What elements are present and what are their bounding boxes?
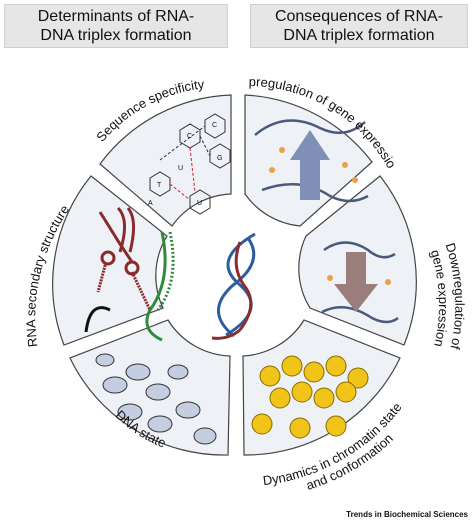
downregulation-sketch	[321, 241, 399, 324]
central-triplex-helix	[211, 232, 256, 340]
base-letter-g: G	[217, 155, 222, 162]
header-consequences: Consequences of RNA- DNA triplex formati…	[250, 4, 468, 48]
header-determinants-line2: DNA triplex formation	[40, 27, 192, 44]
upregulation-sketch	[254, 119, 369, 203]
header-consequences-line1: Consequences of RNA-	[274, 8, 444, 25]
footer-journal: Trends in Biochemical Sciences	[346, 510, 468, 519]
base-letter-a: A	[148, 200, 153, 207]
header-consequences-line2: DNA triplex formation	[283, 27, 435, 44]
base-letter-t: T	[157, 182, 162, 189]
dna-state-sketch	[95, 353, 217, 445]
arrow-down-icon	[334, 252, 378, 312]
segment-chromatin-dynamics	[242, 319, 401, 456]
segment-sequence-specificity	[99, 94, 232, 227]
base-letter-c2: C	[212, 122, 217, 129]
base-pairing-sketch	[149, 113, 231, 215]
base-letter-u1: U	[197, 200, 202, 207]
base-letter-c1: C	[187, 133, 192, 140]
rna-structure-sketch	[84, 206, 175, 342]
arrow-up-icon	[290, 130, 330, 200]
header-determinants-line1: Determinants of RNA-	[37, 8, 195, 25]
chromatin-sketch	[251, 355, 369, 439]
header-determinants: Determinants of RNA- DNA triplex formati…	[4, 4, 228, 48]
segment-rna-secondary-structure	[52, 175, 168, 346]
base-letter-u2: U	[178, 165, 183, 172]
base-letters: C G T U A C U	[148, 122, 222, 207]
